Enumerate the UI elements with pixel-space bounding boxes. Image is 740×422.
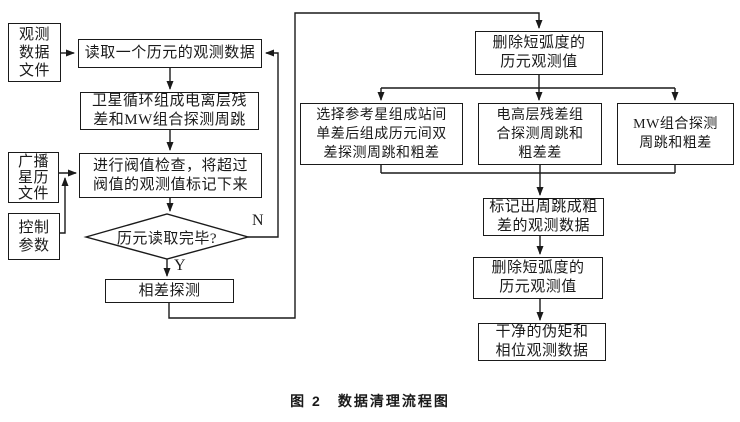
node-mw-combination-detect: MW组合探测 周跳和粗差 <box>617 103 734 165</box>
node-control-parameters: 控制 参数 <box>8 213 60 260</box>
node-ionosphere-residual-detect: 电高层残差组 合探测周跳和 粗差差 <box>478 103 602 165</box>
arrow-diffdetect-to-deletetop <box>168 12 543 319</box>
node-delete-short-arc-top: 删除短弧度的 历元观测值 <box>475 31 603 75</box>
node-reference-star-double-diff: 选择参考星组成站间 单差后组成历元间双 差探测周跳和粗差 <box>300 103 463 165</box>
node-read-epoch: 读取一个历元的观测数据 <box>78 39 262 68</box>
node-clean-observation-data: 干净的伪矩和 相位观测数据 <box>478 323 606 361</box>
node-delete-short-arc-bottom: 删除短弧度的 历元观测值 <box>473 257 603 299</box>
node-mark-observation-data: 标记出周跳成粗 差的观测数据 <box>483 198 604 236</box>
arrow-decision-no-loop <box>248 49 279 238</box>
node-difference-detection: 相差探测 <box>105 279 234 303</box>
figure-caption: 图 2 数据清理流程图 <box>290 393 450 409</box>
decision-diamond <box>83 213 251 260</box>
arrow-control-to-join <box>60 177 69 234</box>
node-broadcast-ephemeris-file: 广播 星历 文件 <box>8 152 59 203</box>
node-threshold-check: 进行阀值检查，将超过 阀值的观测值标记下来 <box>79 153 262 198</box>
node-satellite-loop-detect: 卫星循环组成电离层残 差和MW组合探测周跳 <box>80 92 259 130</box>
decision-epoch-done-label: 历元读取完毕? <box>116 230 218 247</box>
branch-label-yes: Y <box>174 257 186 274</box>
line-distribution <box>381 75 675 89</box>
node-observation-data-file: 观测 数据 文件 <box>8 23 61 82</box>
branch-label-no: N <box>252 212 264 229</box>
line-merge <box>380 165 676 174</box>
